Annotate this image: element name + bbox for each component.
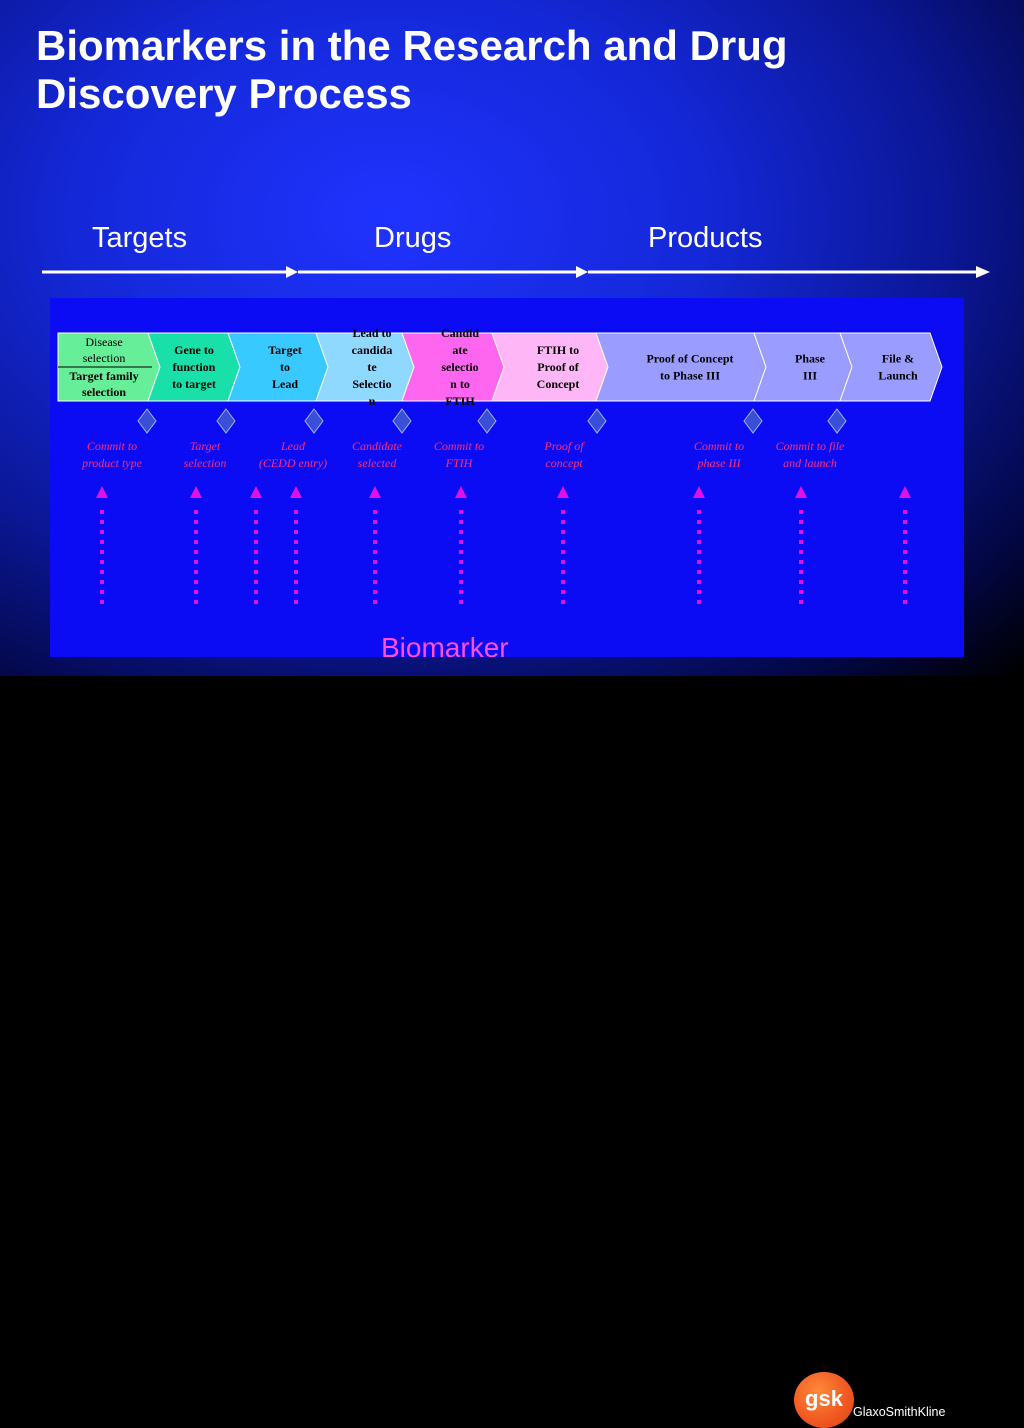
stage-text: ate [452,343,468,357]
biomarker-arrow [290,486,302,604]
stage-chevron-6: FTIH to Proof of Concept [491,332,609,402]
milestone-label: product type [81,456,143,470]
stage-text: Target family [69,369,138,383]
milestone-label: concept [545,456,583,470]
phase-arrow-drugs [298,266,588,278]
stage-text: Lead [272,377,298,391]
stage-text: to [280,360,290,374]
footer-bar: gsk GlaxoSmithKline [0,676,1024,1428]
milestone-diamond-icon [743,408,763,434]
biomarker-arrow [557,486,569,604]
stage-text: Launch [878,369,918,383]
slide-title: Biomarkers in the Research and Drug Disc… [36,22,788,117]
phase-label-drugs: Drugs [374,222,452,254]
stage-text: selectio [441,360,478,374]
milestone-diamond-icon [587,408,607,434]
biomarker-arrow [190,486,202,604]
milestone-label: Proof of [543,439,585,453]
stage-text: Proof of [537,360,579,374]
stage-text: te [367,360,377,374]
stage-text: Candid [441,326,479,340]
stage-text: Selectio [352,377,391,391]
stage-text: III [803,369,817,383]
stage-text: File & [882,352,914,366]
biomarker-arrow [899,486,911,604]
milestone-label: Commit to [87,439,137,453]
stage-text: n [369,394,376,408]
stage-text: function [173,360,216,374]
biomarker-arrow [96,486,108,604]
biomarker-arrow [369,486,381,604]
milestone-diamond-icon [827,408,847,434]
milestone-label: Commit to file [776,439,845,453]
stage-text: Target [268,343,302,357]
stage-text: n to [450,377,470,391]
milestone-diamond-icon [304,408,324,434]
phase-label-targets: Targets [92,222,188,254]
biomarker-arrow [455,486,467,604]
stage-text: Gene to [174,343,214,357]
milestone-diamond-icon [216,408,236,434]
stage-text: Lead to [353,326,392,340]
stage-text: to target [172,377,216,391]
biomarker-arrow [693,486,705,604]
stage-text: FTIH to [537,343,579,357]
milestone-label: Candidate [352,439,403,453]
phase-arrows [42,266,990,278]
milestone-label: selected [358,456,398,470]
stage-text: Disease [85,335,122,349]
stage-text: Concept [537,377,580,391]
biomarker-arrow [250,486,262,604]
milestone-diamond-icon [477,408,497,434]
milestone-label: Lead [280,439,306,453]
milestone-label: phase III [697,456,742,470]
stage-text: selection [83,351,126,365]
stage-chevron-7: Proof of Concept to Phase III [595,332,767,402]
milestone-label: Target [190,439,221,453]
phase-arrow-targets [42,266,298,278]
stage-text: selection [82,385,126,399]
stage-text: Proof of Concept [646,352,733,366]
milestone-label: Commit to [434,439,484,453]
phase-arrow-products [588,266,990,278]
stage-text: FTIH [445,394,475,408]
stage-chevron-5: Candid ate selectio n to FTIH [401,326,505,408]
phase-label-products: Products [648,222,763,254]
milestone-diamond-icon [137,408,157,434]
company-name: GlaxoSmithKline [853,1405,946,1419]
stage-chevron-9: File & Launch [839,332,943,402]
gsk-logo-icon: gsk [794,1372,854,1428]
biomarker-label: Biomarker [381,632,509,663]
slide-background: Biomarkers in the Research and Drug Disc… [0,0,1024,676]
milestone-label: (CEDD entry) [259,456,327,470]
milestone-label: selection [184,456,227,470]
stage-text: to Phase III [660,369,720,383]
milestone-label: Commit to [694,439,744,453]
milestone-label: and launch [783,456,837,470]
stage-text: candida [352,343,393,357]
stage-chevron-2: Gene to function to target [147,332,241,402]
milestone-label: FTIH [445,456,474,470]
stage-text: Phase [795,352,826,366]
biomarker-arrow [795,486,807,604]
milestone-diamond-icon [392,408,412,434]
